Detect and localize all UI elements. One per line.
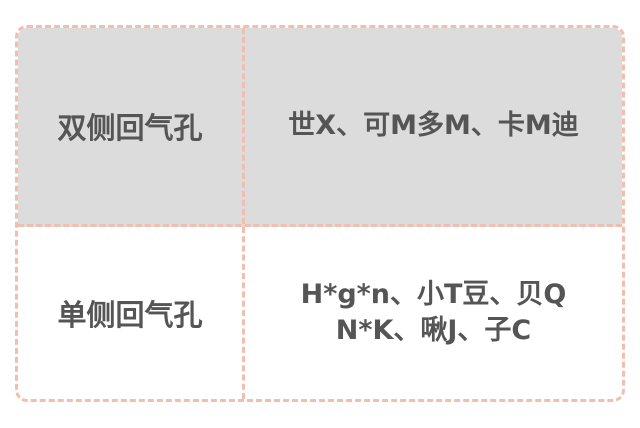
- value-line: 世X、可M多M、卡M迪: [288, 110, 579, 141]
- row-label: 单侧回气孔: [18, 227, 245, 399]
- row-value: H*g*n、小T豆、贝Q N*K、啾J、子C: [245, 227, 622, 399]
- table-row: 双侧回气孔 世X、可M多M、卡M迪: [18, 28, 622, 227]
- value-line: H*g*n、小T豆、贝Q: [300, 279, 567, 310]
- row-label: 双侧回气孔: [18, 28, 245, 224]
- value-line: N*K、啾J、子C: [335, 315, 532, 346]
- table-row: 单侧回气孔 H*g*n、小T豆、贝Q N*K、啾J、子C: [18, 227, 622, 399]
- comparison-table: 双侧回气孔 世X、可M多M、卡M迪 单侧回气孔 H*g*n、小T豆、贝Q N*K…: [15, 25, 625, 402]
- row-value: 世X、可M多M、卡M迪: [245, 28, 622, 224]
